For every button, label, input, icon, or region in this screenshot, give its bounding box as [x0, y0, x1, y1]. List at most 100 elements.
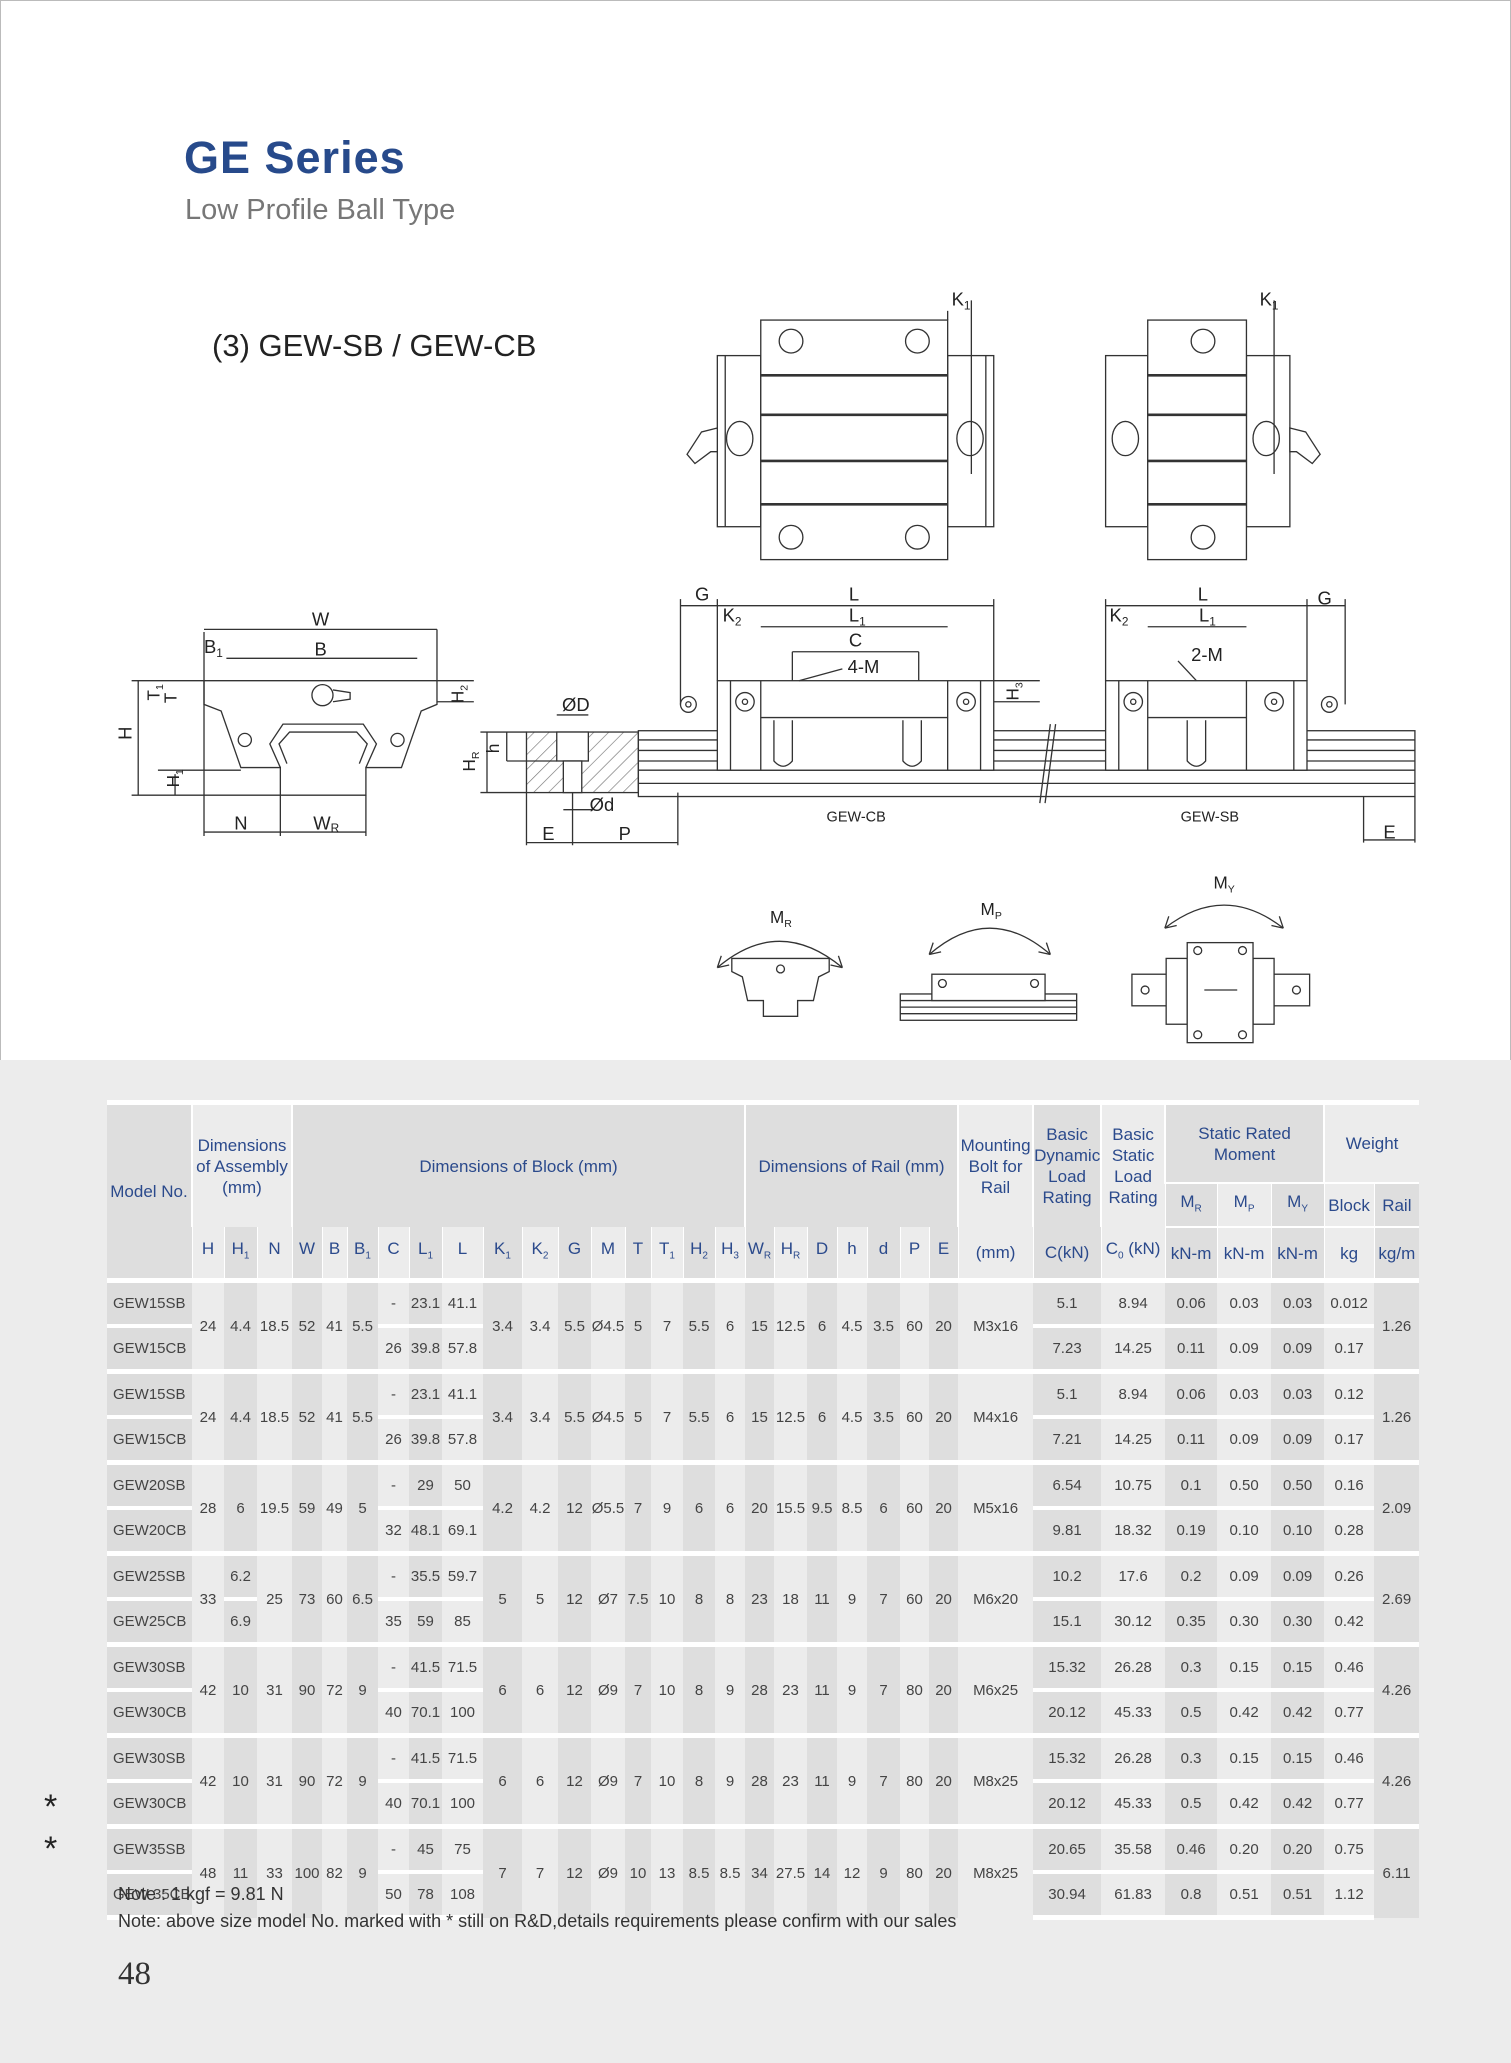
model-no-cell: GEW15CB	[107, 1417, 192, 1463]
cell-d: 3.5	[867, 1278, 900, 1372]
moment-my-label: MY	[1214, 874, 1235, 896]
moment-mp-icon	[899, 927, 1078, 1021]
dim-d-label: Ød	[590, 794, 615, 815]
series-title: GE Series	[184, 132, 406, 183]
dim-g-label-cb: G	[695, 583, 709, 604]
cell-d: 6	[807, 1278, 837, 1372]
cell-h2: 8.5	[683, 1824, 715, 1918]
cell-l: 69.1	[447, 1522, 478, 1539]
model-no-cell: GEW25CB	[107, 1599, 192, 1645]
cell-p: 60	[900, 1551, 929, 1645]
cell-bolt: M8x25	[958, 1733, 1034, 1827]
cell-t1: 10	[651, 1733, 683, 1827]
cell-cdyn: 20.12	[1048, 1795, 1086, 1812]
cell-hr: 27.5	[774, 1824, 807, 1918]
header-symbol: T1	[650, 1227, 683, 1281]
cell-bolt: M8x25	[958, 1824, 1034, 1918]
cell-c0: 14.25	[1114, 1431, 1152, 1448]
cell-d: 6	[867, 1460, 900, 1554]
cell-h: 42	[192, 1733, 224, 1827]
header-symbol: G	[557, 1227, 591, 1281]
cell-my: 0.03	[1271, 1369, 1325, 1419]
cell-c: -	[378, 1824, 409, 1874]
cell-d: 7	[867, 1733, 900, 1827]
note-rnd: Note: above size model No. marked with *…	[118, 1911, 957, 1931]
cell-h: 4.5	[837, 1369, 867, 1463]
cell-block: 0.77	[1334, 1795, 1364, 1812]
dim-w-label: W	[312, 608, 330, 629]
cell-hr: 23	[774, 1642, 807, 1736]
cell-d: 11	[807, 1551, 837, 1645]
cell-my: 0.09	[1282, 1340, 1313, 1357]
cell-k2: 6	[522, 1642, 558, 1736]
model-no-cell: GEW20CB	[107, 1508, 192, 1554]
cell-m: Ø4.5	[591, 1278, 625, 1372]
cell-h: 8.5	[837, 1460, 867, 1554]
cell-my: 0.50	[1271, 1460, 1325, 1510]
cell-my: 0.09	[1271, 1551, 1325, 1601]
cell-d: 6	[807, 1369, 837, 1463]
cell-mp: 0.09	[1229, 1431, 1259, 1448]
cell-h3: 8.5	[715, 1824, 745, 1918]
header-my: MY	[1270, 1182, 1325, 1227]
cell-c0: 10.75	[1101, 1460, 1166, 1510]
cell-h: 9	[837, 1642, 867, 1736]
cell-b: 41	[322, 1278, 347, 1372]
cell-b: 82	[322, 1824, 347, 1918]
cell-cdyn: 15.32	[1033, 1642, 1102, 1692]
cell-wr: 34	[745, 1824, 774, 1918]
cell-c: 40	[385, 1704, 402, 1721]
header-symbol: d	[866, 1227, 900, 1281]
header-weight: Weight	[1323, 1102, 1420, 1183]
cell-mr: 0.11	[1177, 1431, 1206, 1448]
cell-c: -	[378, 1733, 409, 1783]
specification-table: Model No. Dimensions of Assembly (mm) Di…	[107, 1100, 1420, 1920]
header-symbol: N	[256, 1227, 292, 1281]
cell-l1: 35.5	[409, 1551, 442, 1601]
cell-my: 0.42	[1282, 1704, 1313, 1721]
cell-wr: 15	[745, 1278, 774, 1372]
header-mp: MP	[1216, 1182, 1272, 1227]
moment-mr-label: MR	[770, 908, 792, 930]
side-view	[637, 599, 1416, 843]
cell-k2: 6	[522, 1733, 558, 1827]
cell-d: 7	[867, 1642, 900, 1736]
cell-m: Ø5.5	[591, 1460, 625, 1554]
header-symbol: H	[191, 1227, 224, 1281]
cell-mr: 0.5	[1180, 1704, 1202, 1721]
dim-l-label-cb: L	[849, 583, 859, 604]
cell-h1: 10	[224, 1733, 257, 1827]
cell-t: 7	[625, 1460, 651, 1554]
cell-h: 12	[837, 1824, 867, 1918]
cell-e: 20	[929, 1733, 959, 1827]
cell-mr: 0.06	[1165, 1369, 1218, 1419]
cell-t1: 10	[651, 1551, 683, 1645]
cell-h: 4.5	[837, 1278, 867, 1372]
cell-mr: 0.19	[1176, 1522, 1206, 1539]
cell-t: 7.5	[625, 1551, 651, 1645]
cell-k1: 3.4	[483, 1278, 522, 1372]
cell-k2: 3.4	[522, 1278, 558, 1372]
cell-h1: 11	[224, 1824, 257, 1918]
moment-my-icon	[1131, 904, 1311, 1044]
cell-t1: 13	[651, 1824, 683, 1918]
cell-cdyn: 10.2	[1033, 1551, 1102, 1601]
rail-section	[480, 714, 679, 846]
cell-m: Ø9	[591, 1824, 625, 1918]
cell-cdyn: 5.1	[1033, 1369, 1102, 1419]
cell-t: 5	[625, 1278, 651, 1372]
cell-e: 20	[929, 1824, 959, 1918]
header-weight-block: Block	[1323, 1182, 1375, 1227]
cell-my: 0.30	[1282, 1613, 1313, 1630]
cell-rail: 2.09	[1374, 1460, 1420, 1554]
cell-block: 0.77	[1334, 1704, 1364, 1721]
cell-g: 5.5	[558, 1369, 591, 1463]
cell-mp: 0.15	[1217, 1642, 1272, 1692]
cell-l1: 41.5	[409, 1733, 442, 1783]
cell-rail: 1.26	[1374, 1369, 1420, 1463]
cell-m: Ø7	[591, 1551, 625, 1645]
header-symbol: H3	[714, 1227, 745, 1281]
cell-g: 12	[558, 1642, 591, 1736]
model-no-cell: GEW30SB	[107, 1733, 192, 1783]
cell-h: 24	[192, 1369, 224, 1463]
